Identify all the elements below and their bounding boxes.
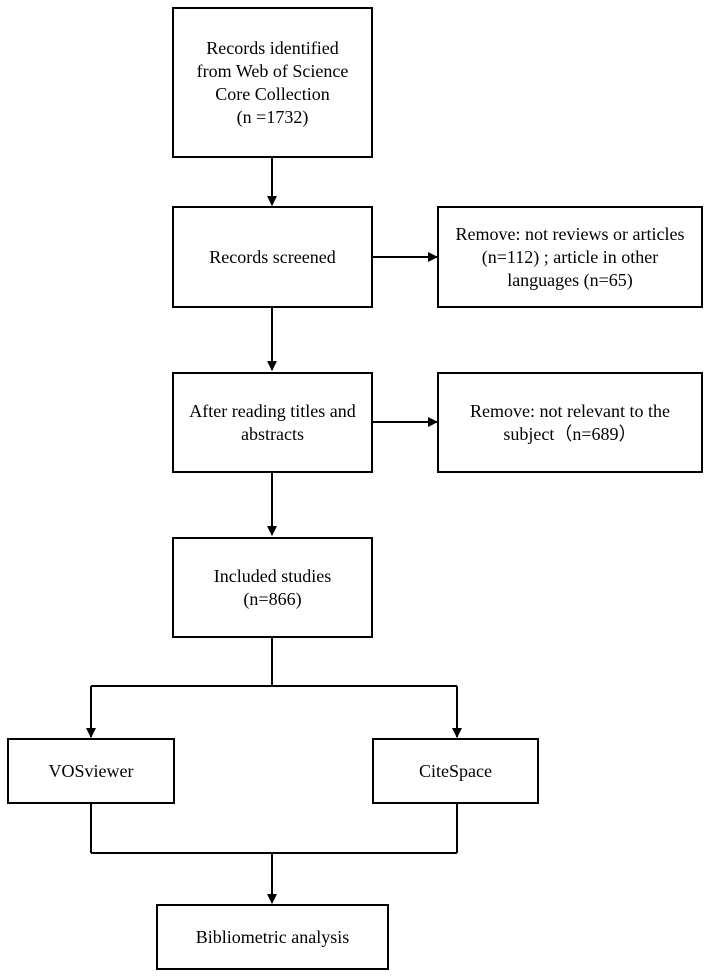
remove-screened-text: Remove: not reviews or articles (n=112) … [455, 223, 685, 290]
included-studies-text: Included studies (n=866) [213, 565, 332, 609]
remove-relevance-text: Remove: not relevant to the subject（n=68… [470, 400, 670, 444]
citespace-box: CiteSpace [372, 738, 539, 804]
citespace-text: CiteSpace [419, 760, 492, 781]
records-screened-box: Records screened [172, 206, 373, 308]
remove-screened-box: Remove: not reviews or articles (n=112) … [437, 206, 703, 308]
remove-relevance-box: Remove: not relevant to the subject（n=68… [437, 372, 703, 473]
bibliometric-analysis-text: Bibliometric analysis [195, 926, 350, 947]
records-identified-text: Records identified from Web of Science C… [196, 37, 349, 127]
vosviewer-text: VOSviewer [48, 760, 134, 781]
bibliometric-analysis-box: Bibliometric analysis [156, 904, 389, 970]
records-screened-text: Records screened [209, 246, 336, 267]
titles-abstracts-box: After reading titles and abstracts [172, 372, 373, 473]
vosviewer-box: VOSviewer [7, 738, 175, 804]
records-identified-box: Records identified from Web of Science C… [172, 7, 373, 158]
included-studies-box: Included studies (n=866) [172, 537, 373, 638]
titles-abstracts-text: After reading titles and abstracts [189, 400, 356, 444]
